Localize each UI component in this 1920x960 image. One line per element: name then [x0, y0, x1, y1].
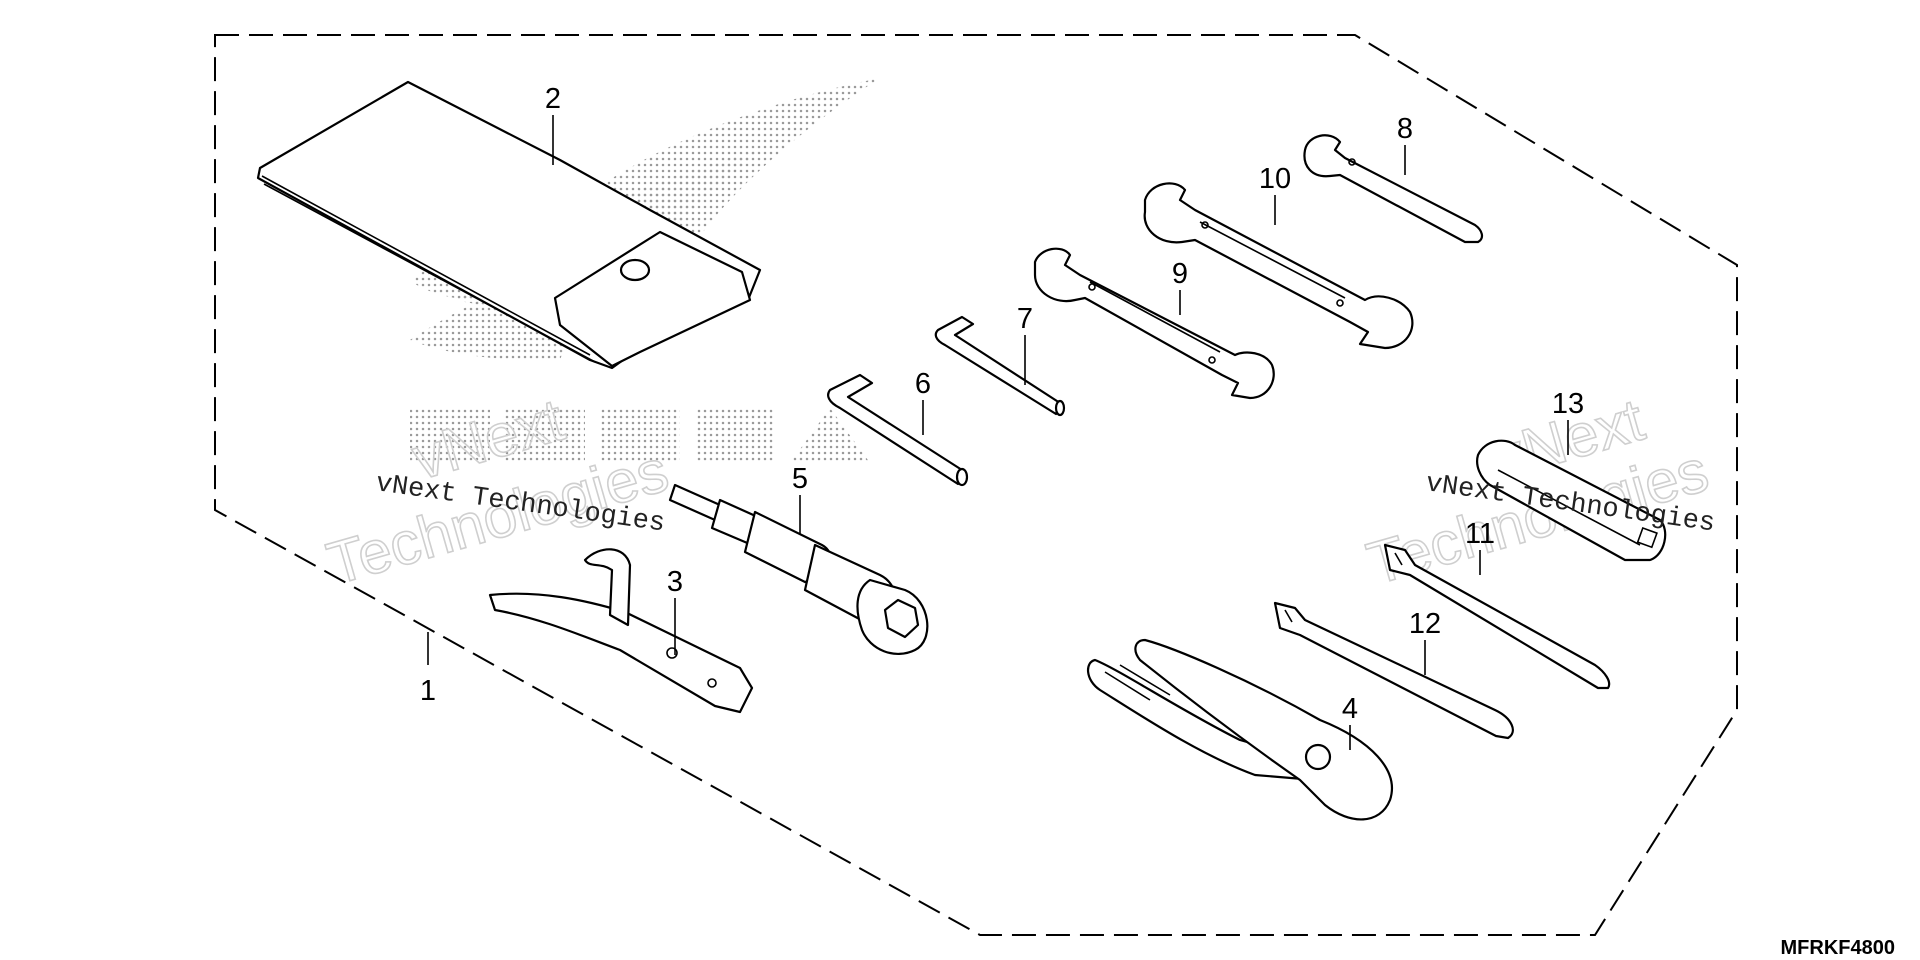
- callout-label: 8: [1397, 113, 1413, 145]
- callout-label: 10: [1259, 163, 1291, 195]
- callout-label: 13: [1552, 388, 1584, 420]
- hex-key-large: [827, 373, 969, 487]
- pliers: [1087, 638, 1393, 821]
- open-end-wrench-9: [1033, 247, 1275, 400]
- callout-label: 1: [420, 675, 436, 707]
- callout-label: 5: [792, 463, 808, 495]
- screwdriver-11: [1383, 543, 1611, 690]
- leader-lines: [427, 115, 1569, 750]
- callout-numbers: 2 1 3 4 5 6 7 8 9 10 11 12 13: [420, 83, 1584, 725]
- small-wrench: [1303, 134, 1484, 244]
- tool-bag: [256, 80, 762, 370]
- callout-label: 11: [1465, 518, 1495, 550]
- open-end-wrench-10: [1143, 182, 1414, 350]
- socket-handle: [1476, 439, 1667, 562]
- hex-key-small: [934, 315, 1066, 417]
- kit-boundary-outline: [214, 34, 1738, 936]
- callout-label: 3: [667, 566, 683, 598]
- pin-spanner: [488, 548, 754, 714]
- screwdriver-12: [1273, 601, 1514, 740]
- callout-label: 2: [545, 83, 561, 115]
- drawing-code: MFRKF4800: [1781, 937, 1895, 959]
- callout-label: 7: [1017, 303, 1033, 335]
- spark-plug-wrench: [668, 483, 929, 655]
- callout-label: 12: [1409, 608, 1441, 640]
- callout-label: 9: [1172, 258, 1188, 290]
- callout-label: 6: [915, 368, 931, 400]
- callout-label: 4: [1342, 693, 1358, 725]
